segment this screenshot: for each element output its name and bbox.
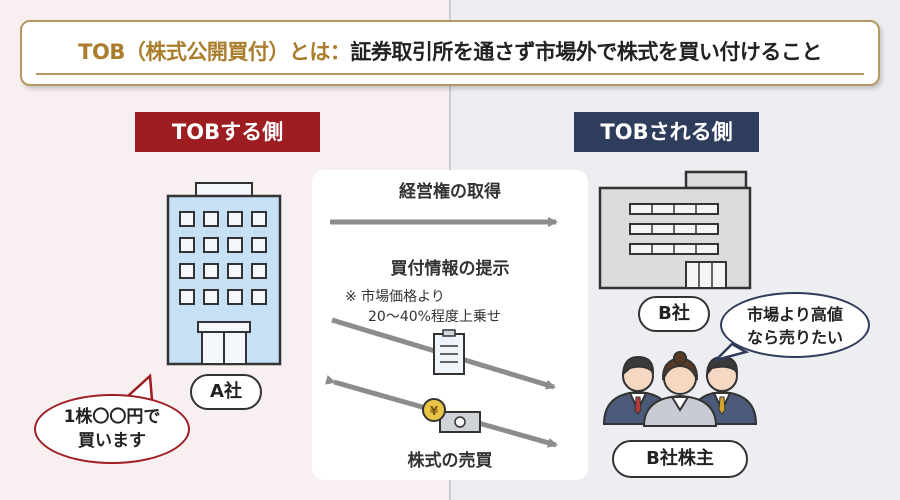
target-label: TOBされる側 <box>574 112 759 152</box>
title-text: TOB（株式公開買付）とは：証券取引所を通さず市場外で株式を買い付けること <box>22 36 878 66</box>
shareholders-group-icon <box>602 351 758 427</box>
office-tower-icon <box>166 182 282 366</box>
control-flow-label: 経営権の取得 <box>399 182 501 202</box>
title-description: 証券取引所を通さず市場外で株式を買い付けること <box>350 40 822 64</box>
seller-bubble-line2: なら売りたい <box>746 328 843 347</box>
title-banner: TOB（株式公開買付）とは：証券取引所を通さず市場外で株式を買い付けること <box>20 20 880 86</box>
buyer-bubble-line2: 買います <box>78 431 146 451</box>
company-b-label: B社 <box>638 296 710 332</box>
buyer-bubble-line1: 1株〇〇円で <box>63 407 161 427</box>
factory-building-icon <box>598 170 752 290</box>
title-underline <box>36 73 864 75</box>
trade-flow-label: 株式の売買 <box>407 451 493 471</box>
premium-note-line1: ※ 市場価格より <box>345 289 445 305</box>
document-icon <box>433 329 465 375</box>
acquirer-label: TOBする側 <box>135 112 320 152</box>
buyer-speech-bubble: 1株〇〇円で 買います <box>34 394 190 464</box>
company-a-label: A社 <box>190 374 262 410</box>
shareholders-label: B社株主 <box>612 440 748 478</box>
premium-note-line2: 20〜40%程度上乗せ <box>368 309 501 325</box>
svg-text:¥: ¥ <box>430 404 439 418</box>
offer-flow-label: 買付情報の提示 <box>390 259 510 279</box>
title-key: TOB（株式公開買付）とは： <box>78 40 351 64</box>
seller-speech-bubble: 市場より高値 なら売りたい <box>720 292 870 358</box>
yen-coin-icon: ¥ <box>422 398 446 422</box>
banknote-icon <box>439 411 481 433</box>
seller-bubble-tail <box>711 342 750 363</box>
seller-bubble-line1: 市場より高値 <box>747 305 843 324</box>
